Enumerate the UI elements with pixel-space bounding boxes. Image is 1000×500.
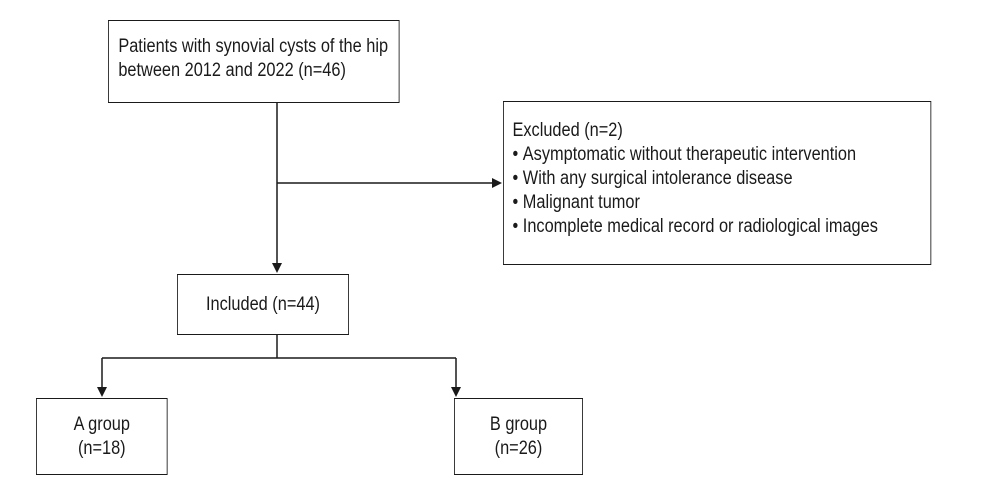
bullet-icon: • bbox=[512, 192, 519, 213]
excluded-item: •Malignant tumor bbox=[512, 191, 930, 215]
excluded-item: •With any surgical intolerance disease bbox=[512, 167, 930, 191]
excluded-item-text: With any surgical intolerance disease bbox=[522, 168, 793, 189]
source-line-1: Patients with synovial cysts of the hip bbox=[118, 36, 389, 57]
source-population-box: Patients with synovial cysts of the hip … bbox=[108, 20, 400, 103]
group-b-count: (n=26) bbox=[494, 438, 543, 459]
group-a-name: A group bbox=[73, 414, 130, 435]
excluded-box: Excluded (n=2) •Asymptomatic without the… bbox=[503, 101, 932, 265]
group-b-name: B group bbox=[489, 414, 548, 435]
included-box: Included (n=44) bbox=[177, 274, 349, 335]
group-a-box: A group (n=18) bbox=[36, 398, 168, 475]
excluded-item-text: Malignant tumor bbox=[522, 192, 640, 213]
bullet-icon: • bbox=[512, 216, 519, 237]
bullet-icon: • bbox=[512, 168, 519, 189]
included-label: Included (n=44) bbox=[205, 294, 321, 315]
excluded-item: •Incomplete medical record or radiologic… bbox=[512, 215, 930, 239]
excluded-item-text: Incomplete medical record or radiologica… bbox=[522, 216, 878, 237]
group-a-count: (n=18) bbox=[77, 438, 126, 459]
bullet-icon: • bbox=[512, 144, 519, 165]
excluded-item: •Asymptomatic without therapeutic interv… bbox=[512, 143, 930, 167]
group-b-box: B group (n=26) bbox=[454, 398, 583, 475]
source-line-2: between 2012 and 2022 (n=46) bbox=[118, 60, 346, 81]
excluded-title: Excluded (n=2) bbox=[512, 120, 623, 141]
excluded-item-text: Asymptomatic without therapeutic interve… bbox=[522, 144, 857, 165]
